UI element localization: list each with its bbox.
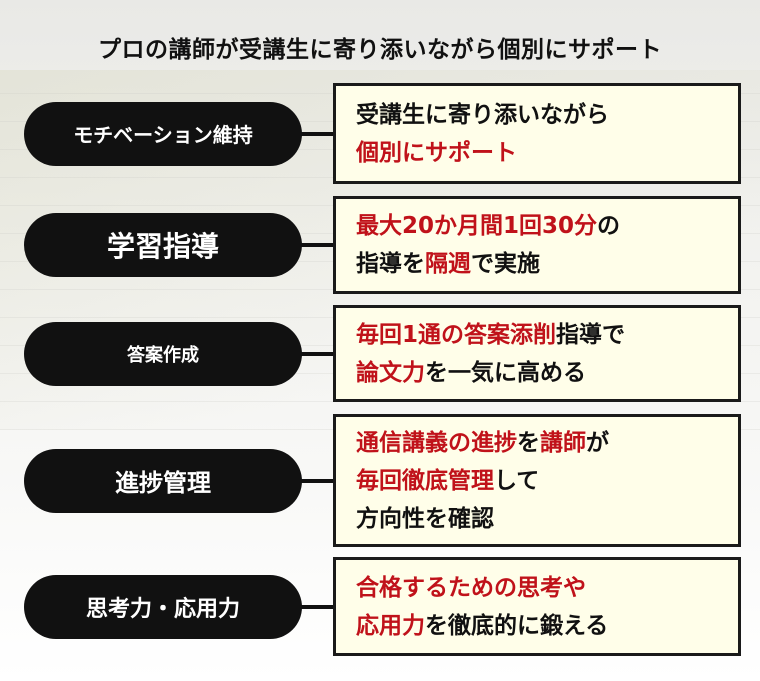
category-pill: 学習指導: [24, 213, 302, 277]
body-text: を: [517, 429, 540, 456]
description-box: 合格するための思考や応用力を徹底的に鍛える: [333, 557, 741, 656]
highlight-text: 最大20か月間1回30分: [356, 213, 598, 239]
description-box: 最大20か月間1回30分の指導を隔週で実施: [333, 196, 741, 294]
body-text: 指導で: [556, 321, 626, 348]
body-text: 指導を: [356, 251, 425, 277]
body-text: で実施: [471, 251, 540, 277]
body-text: の: [597, 213, 621, 239]
connector-line: [300, 351, 336, 356]
description-box: 通信講義の進捗を講師が毎回徹底管理して方向性を確認: [333, 414, 741, 547]
body-text: を一気に高める: [425, 359, 586, 386]
description-line: 指導を隔週で実施: [356, 245, 718, 283]
highlight-text: 講師: [540, 429, 586, 456]
category-pill: 思考力・応用力: [24, 574, 302, 639]
category-pill: 答案作成: [24, 321, 302, 386]
description-line: 応用力を徹底的に鍛える: [356, 607, 718, 645]
highlight-text: 隔週: [425, 251, 471, 277]
highlight-text: 応用力: [356, 612, 425, 639]
highlight-text: 毎回1通の答案添削: [356, 321, 557, 348]
body-text: 方向性を確認: [356, 505, 494, 532]
description-line: 個別にサポート: [356, 134, 718, 172]
description-line: 最大20か月間1回30分の: [356, 207, 718, 245]
page-title: プロの講師が受講生に寄り添いながら個別にサポート: [98, 37, 662, 63]
connector-line: [300, 131, 336, 136]
description-line: 方向性を確認: [356, 500, 718, 538]
highlight-text: 合格するための思考や: [356, 574, 586, 601]
description-box: 受講生に寄り添いながら個別にサポート: [333, 83, 741, 184]
body-text: が: [586, 429, 609, 456]
category-pill: モチベーション維持: [24, 101, 302, 166]
description-box: 毎回1通の答案添削指導で論文力を一気に高める: [333, 305, 741, 402]
highlight-text: 論文力: [356, 359, 425, 386]
highlight-text: 個別にサポート: [356, 139, 517, 166]
body-text: して: [494, 467, 540, 494]
category-pill: 進捗管理: [24, 448, 302, 513]
description-line: 受講生に寄り添いながら: [356, 96, 718, 134]
description-line: 毎回徹底管理して: [356, 462, 718, 500]
body-text: を徹底的に鍛える: [425, 612, 609, 639]
highlight-text: 毎回徹底管理: [356, 467, 494, 494]
connector-line: [300, 604, 336, 609]
description-line: 合格するための思考や: [356, 569, 718, 607]
body-text: 受講生に寄り添いながら: [356, 101, 609, 128]
highlight-text: 通信講義の進捗: [356, 429, 517, 456]
connector-line: [300, 243, 336, 247]
connector-line: [300, 478, 336, 483]
description-line: 毎回1通の答案添削指導で: [356, 316, 718, 354]
description-line: 通信講義の進捗を講師が: [356, 424, 718, 462]
description-line: 論文力を一気に高める: [356, 354, 718, 392]
